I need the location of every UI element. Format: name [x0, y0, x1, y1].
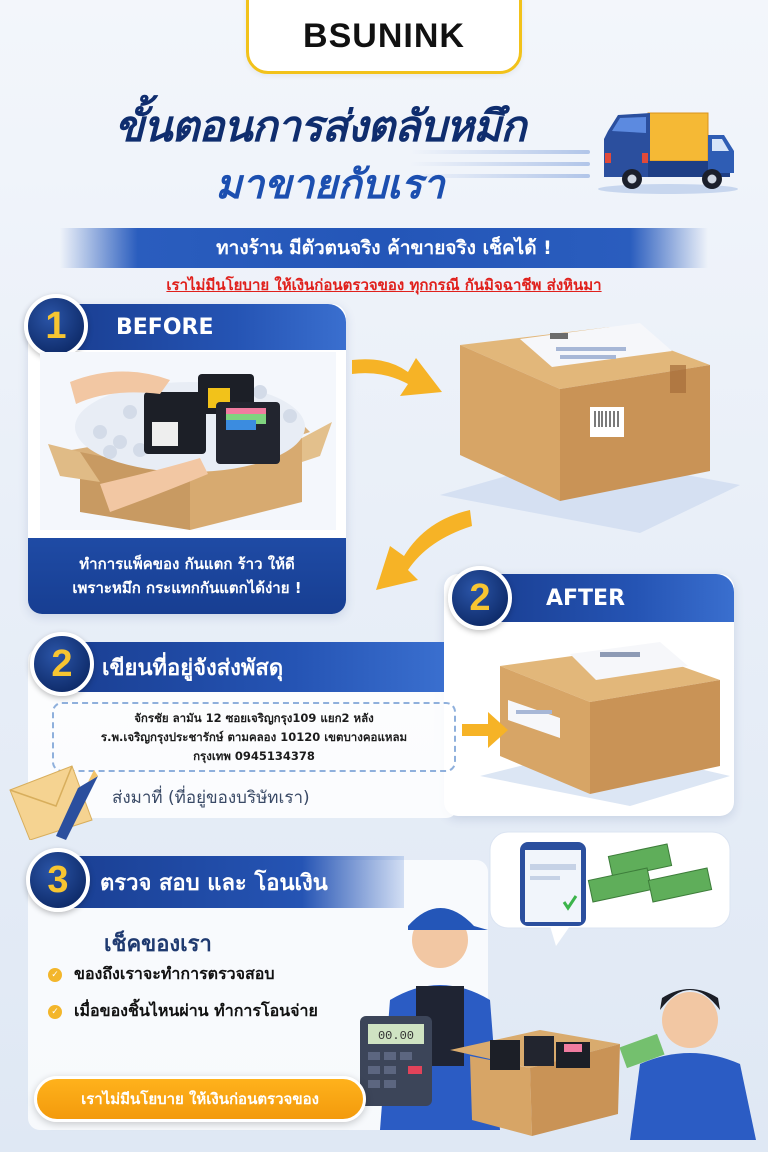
after-label: AFTER — [546, 585, 626, 611]
after-number-badge: 2 — [448, 566, 512, 630]
step2-number-badge: 2 — [30, 632, 94, 696]
step1-caption-line1: ทำการแพ็คของ กันแตก ร้าว ให้ดี — [79, 555, 295, 573]
trust-banner-text: ทางร้าน มีตัวตนจริง ค้าขายจริง เช็คได้ ! — [216, 237, 552, 259]
step2-number: 2 — [51, 642, 73, 685]
no-prepay-policy-label: เราไม่มีนโยบาย ให้เงินก่อนตรวจของ — [81, 1090, 319, 1108]
check-bullet-icon: ✓ — [48, 967, 62, 982]
step1-header: BEFORE — [70, 304, 346, 350]
address-box: จักรชัย ลามัน 12 ซอยเจริญกรุง109 แยก2 หล… — [52, 702, 456, 772]
step3-label: ตรวจ สอบ และ โอนเงิน — [100, 870, 328, 896]
inspection-payment-illustration: 00.00 — [360, 831, 756, 1140]
page-title-line2: มาขายกับเรา — [215, 162, 445, 208]
step1-label: BEFORE — [116, 314, 214, 340]
trust-banner: ทางร้าน มีตัวตนจริง ค้าขายจริง เช็คได้ ! — [60, 228, 708, 268]
check-list: ✓ ของถึงเราจะทำการตรวจสอบ ✓ เมื่อของชิ้น… — [48, 962, 318, 1036]
step3-number: 3 — [47, 858, 69, 901]
check-item: ✓ ของถึงเราจะทำการตรวจสอบ — [48, 962, 318, 987]
calculator-display: 00.00 — [378, 1029, 414, 1043]
check-item-text: เมื่อของชิ้นไหนผ่าน ทำการโอนจ่าย — [74, 1001, 318, 1020]
after-number: 2 — [469, 576, 491, 619]
arrow-down-left-icon — [376, 510, 472, 590]
step3-header: ตรวจ สอบ และ โอนเงิน — [64, 856, 404, 908]
after-header: AFTER — [488, 574, 734, 622]
check-item-text: ของถึงเราจะทำการตรวจสอบ — [74, 964, 275, 983]
brand-logo: BSUNINK — [303, 16, 465, 55]
address-line2: ร.พ.เจริญกรุงประชารักษ์ ตามคลอง 10120 เข… — [100, 729, 408, 744]
step3-number-badge: 3 — [26, 848, 90, 912]
brand-logo-box: BSUNINK — [246, 0, 522, 74]
arrow-right-icon — [352, 358, 442, 396]
send-to-label: ส่งมาที่ (ที่อยู่ของบริษัทเรา) — [112, 788, 310, 808]
step1-number: 1 — [45, 304, 67, 347]
scam-warning-text: เราไม่มีนโยบาย ให้เงินก่อนตรวจของ ทุกกรณ… — [166, 276, 602, 294]
check-title: เช็คของเรา — [104, 932, 212, 957]
address-line3: กรุงเทพ 0945134378 — [193, 748, 315, 763]
step2-label: เขียนที่อยู่จังส่งพัสดุ — [102, 655, 284, 681]
envelope-pencil-icon — [9, 765, 98, 840]
delivery-truck-icon — [598, 112, 738, 194]
address-line1: จักรชัย ลามัน 12 ซอยเจริญกรุง109 แยก2 หล… — [134, 710, 374, 725]
speed-lines-decoration — [410, 150, 590, 200]
no-prepay-policy-button[interactable]: เราไม่มีนโยบาย ให้เงินก่อนตรวจของ — [34, 1076, 366, 1122]
page-title-line1: ขั้นตอนการส่งตลับหมึก — [114, 102, 527, 152]
sealed-box-illustration — [440, 323, 740, 533]
labeled-box-illustration — [480, 642, 730, 806]
step1-caption-line2: เพราะหมึก กระแทกกันแตกได้ง่าย ! — [72, 579, 302, 597]
check-bullet-icon: ✓ — [48, 1004, 62, 1019]
packing-box-illustration — [40, 352, 336, 530]
check-item: ✓ เมื่อของชิ้นไหนผ่าน ทำการโอนจ่าย — [48, 999, 318, 1024]
step2-header: เขียนที่อยู่จังส่งพัสดุ — [70, 642, 444, 692]
step1-caption: ทำการแพ็คของ กันแตก ร้าว ให้ดี เพราะหมึก… — [28, 538, 346, 614]
arrow-right-small-icon — [462, 712, 508, 748]
step1-number-badge: 1 — [24, 294, 88, 358]
